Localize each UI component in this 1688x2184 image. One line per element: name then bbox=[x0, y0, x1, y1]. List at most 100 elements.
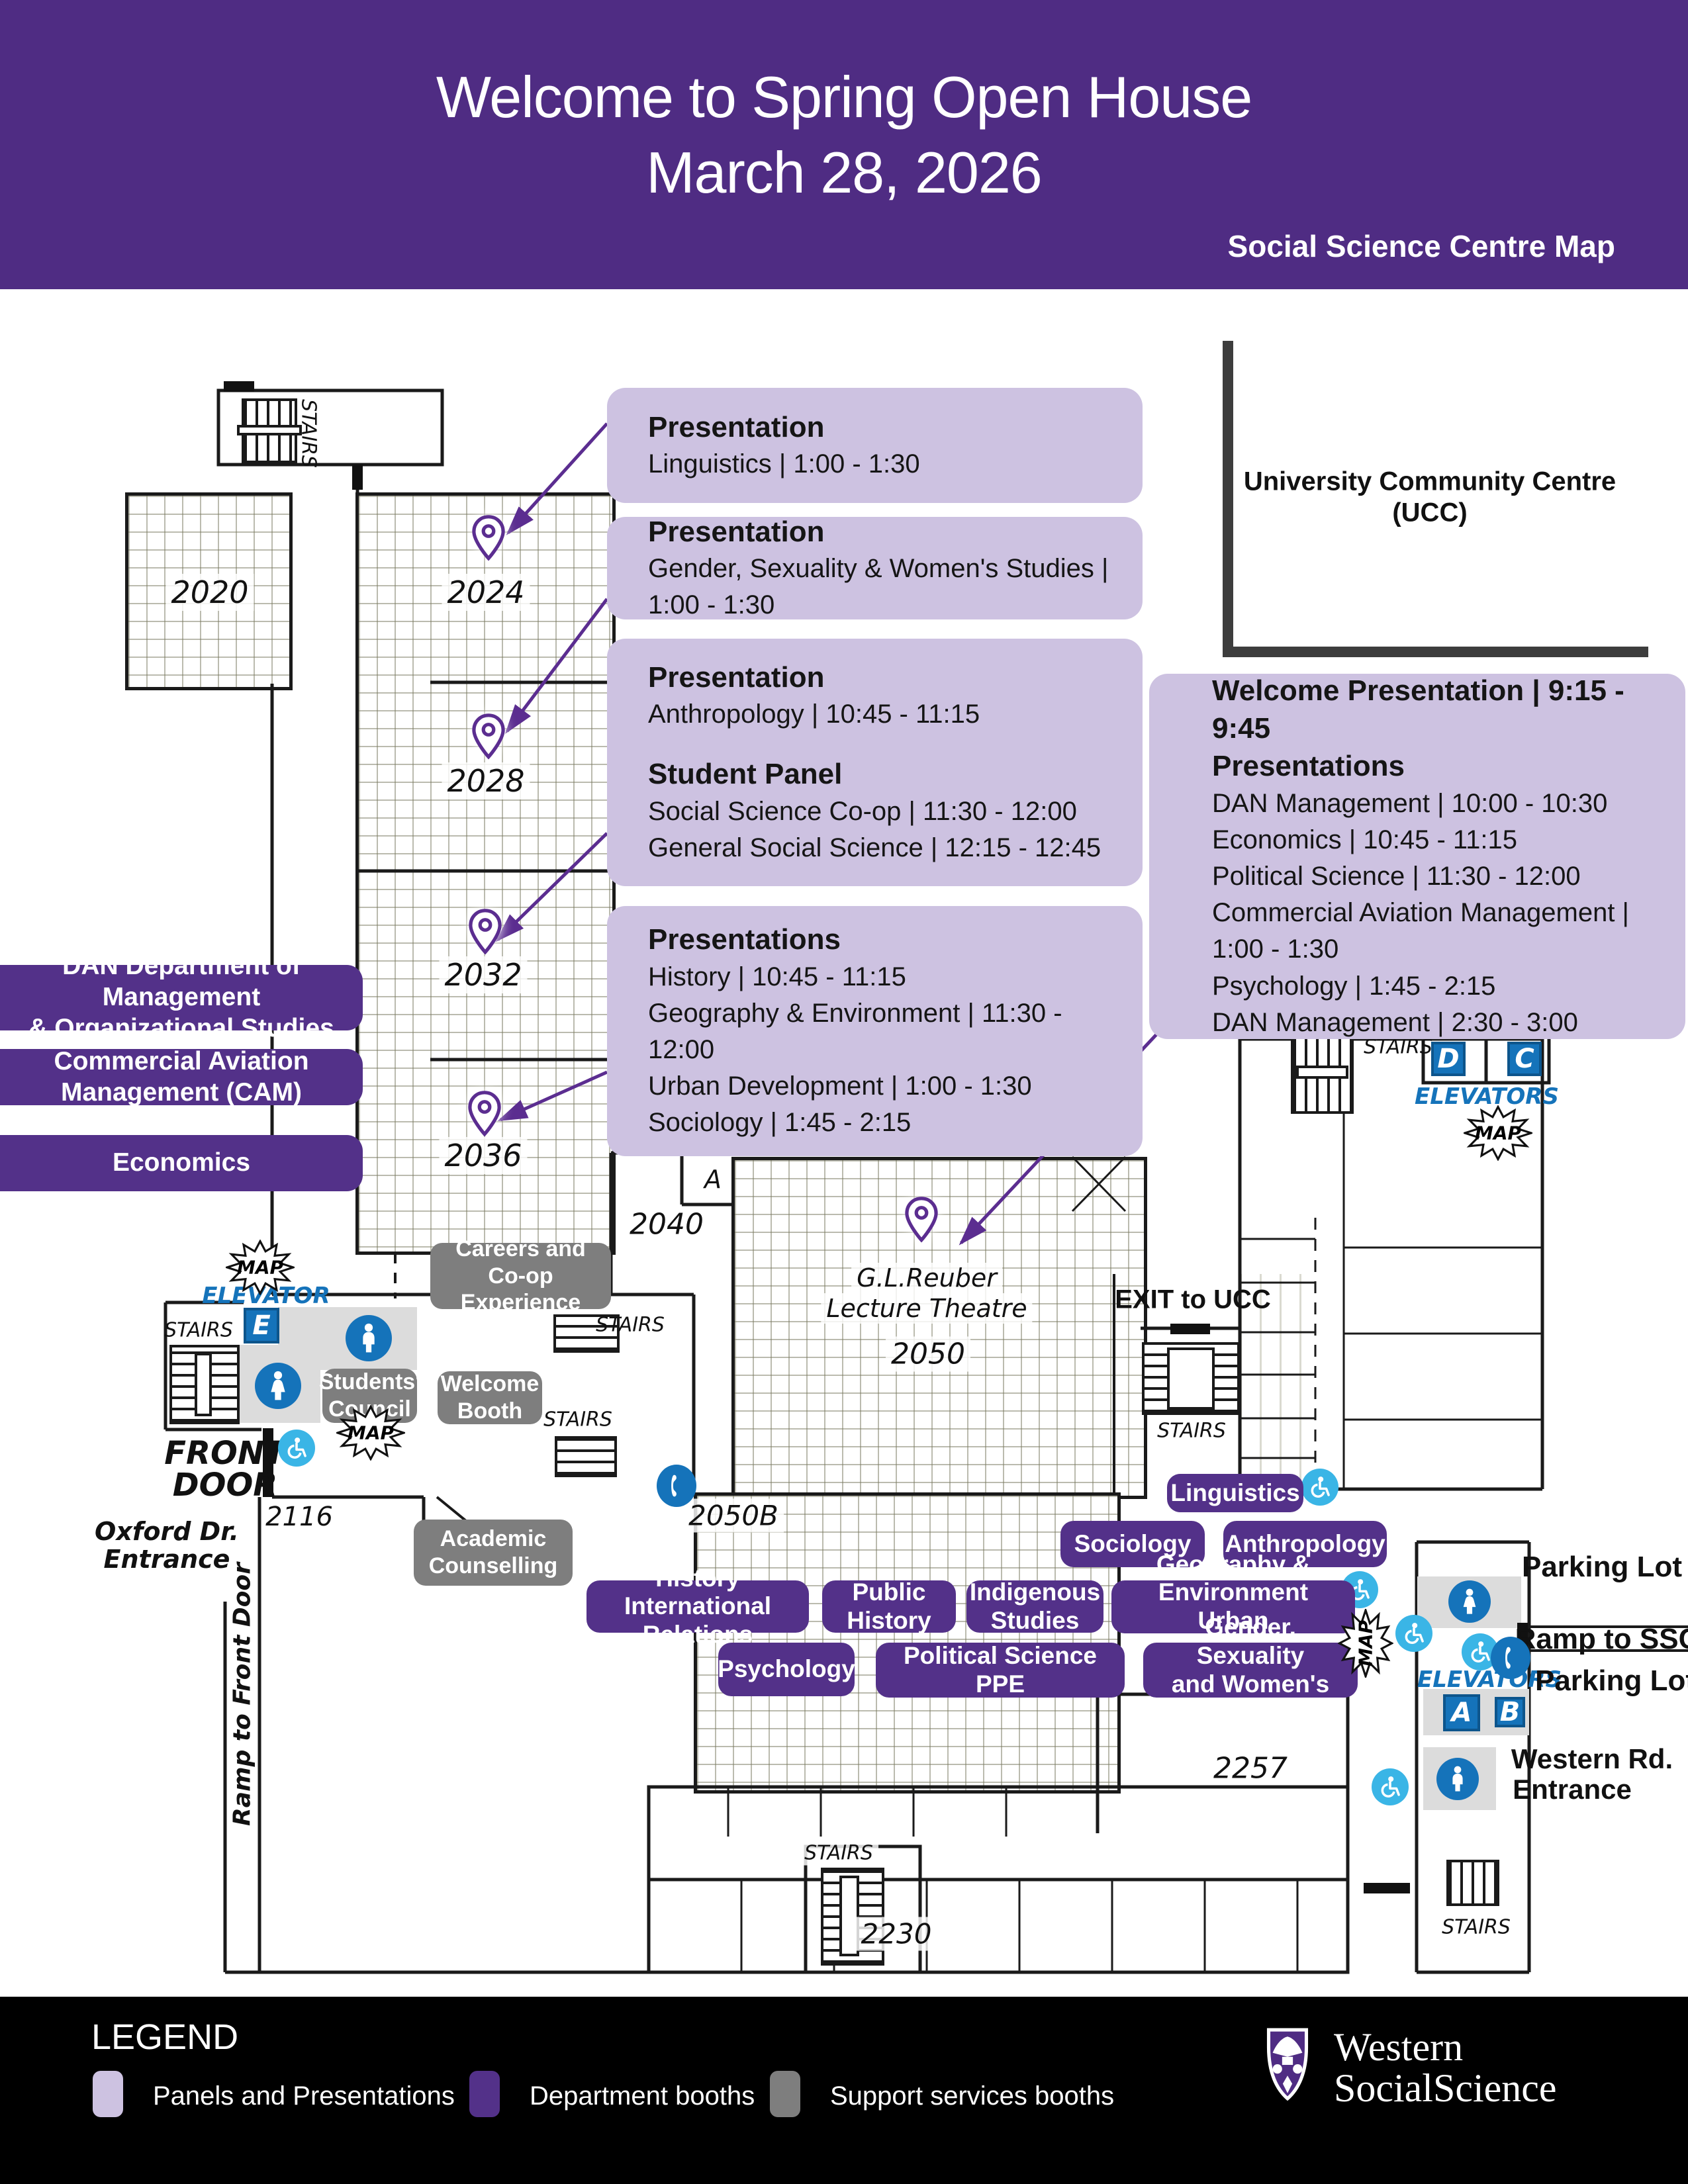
room-label-2040: 2040 bbox=[630, 1207, 704, 1242]
elevators-label: ELEVATORS bbox=[1415, 1083, 1559, 1110]
location-pin-2032 bbox=[468, 908, 502, 958]
reuber-label-line1: G.L.Reuber bbox=[851, 1263, 1002, 1293]
panel-line: Political Science | 11:30 - 12:00 bbox=[1212, 862, 1581, 891]
panel-heading2: Presentations bbox=[1212, 750, 1405, 783]
legend-label-panels: Panels and Presentations bbox=[153, 2081, 455, 2111]
mens-washroom-icon bbox=[1436, 1758, 1479, 1800]
legend-swatch-panels bbox=[93, 2071, 123, 2117]
parking-lot-label-south: Parking Lot bbox=[1534, 1664, 1688, 1697]
booth-sociology: Sociology bbox=[1060, 1521, 1205, 1567]
panel-line: Geography & Environment | 11:30 - 12:00 bbox=[648, 998, 1062, 1064]
booth-linguistics: Linguistics bbox=[1167, 1474, 1303, 1512]
reuber-theatre-floor bbox=[731, 1157, 1147, 1499]
stairs-label: STAIRS bbox=[596, 1313, 665, 1337]
dept-label-dan: DAN Department of Management & Organizat… bbox=[0, 952, 363, 1042]
reuber-label-line2: Lecture Theatre bbox=[821, 1293, 1033, 1324]
panel-line: Economics | 10:45 - 11:15 bbox=[1212, 825, 1518, 854]
panel-heading: Welcome Presentation | 9:15 - 9:45 bbox=[1212, 674, 1624, 745]
door-bar bbox=[1364, 1883, 1410, 1893]
womens-washroom-icon bbox=[1448, 1580, 1491, 1623]
oxford-entrance-label-line1: Oxford Dr. bbox=[95, 1517, 239, 1546]
panel-line: Gender, Sexuality & Women's Studies | 1:… bbox=[648, 553, 1109, 620]
stairs-label: STAIRS bbox=[799, 1841, 878, 1866]
phone-icon bbox=[657, 1465, 696, 1507]
map-badge-icon: MAP bbox=[334, 1404, 407, 1461]
booth-psychology: Psychology bbox=[718, 1643, 855, 1696]
booth-public-history: Public History bbox=[822, 1578, 956, 1634]
door-bar bbox=[224, 381, 254, 392]
panel-line: Sociology | 1:45 - 2:15 bbox=[648, 1108, 912, 1138]
elevator-c: C bbox=[1507, 1042, 1542, 1076]
room-label-2116: 2116 bbox=[265, 1502, 333, 1532]
panel-south-presentations: Presentations History | 10:45 - 11:15 Ge… bbox=[607, 906, 1143, 1156]
stairs-southeast bbox=[1446, 1860, 1499, 1906]
panel-line: Commercial Aviation Management | 1:00 - … bbox=[1212, 898, 1629, 964]
panel-line: DAN Management | 2:30 - 3:00 bbox=[1212, 1007, 1578, 1037]
map-badge-icon: MAP bbox=[224, 1239, 297, 1296]
dept-label-line: Management (CAM) bbox=[60, 1077, 302, 1107]
legend-swatch-departments bbox=[469, 2071, 500, 2117]
room-label-2020: 2020 bbox=[165, 574, 254, 611]
ucc-label-line1: University Community Centre bbox=[1243, 467, 1617, 496]
western-rd-entrance-line2: Entrance bbox=[1513, 1774, 1632, 1805]
map-badge-text: MAP bbox=[236, 1256, 284, 1279]
elevator-d: D bbox=[1431, 1042, 1466, 1076]
room-label-2024: 2024 bbox=[442, 574, 530, 611]
booth-anthropology: Anthropology bbox=[1223, 1521, 1387, 1567]
legend-label-departments: Department booths bbox=[530, 2081, 755, 2111]
stairs-label: STAIRS bbox=[543, 1408, 612, 1432]
legend-label-support: Support services booths bbox=[830, 2081, 1115, 2111]
front-door-label-line2: DOOR bbox=[172, 1467, 278, 1504]
elevator-a: A bbox=[1443, 1694, 1480, 1731]
panel-anthropology-student-panel: Presentation Anthropology | 10:45 - 11:1… bbox=[607, 639, 1143, 886]
dept-label-line: DAN Department of Management bbox=[62, 952, 301, 1012]
room-label-A: A bbox=[704, 1165, 722, 1194]
dept-label-cam: Commercial Aviation Management (CAM) bbox=[0, 1046, 363, 1107]
stair-rail bbox=[1167, 1347, 1215, 1410]
western-shield-logo bbox=[1259, 2027, 1316, 2105]
map-badge-text: MAP bbox=[1474, 1122, 1522, 1144]
stair-rail bbox=[237, 425, 302, 435]
accessible-icon bbox=[1372, 1768, 1409, 1805]
dept-label-economics: Economics bbox=[0, 1135, 363, 1191]
accessible-icon bbox=[1301, 1469, 1338, 1506]
legend-swatch-support bbox=[770, 2071, 800, 2117]
map-subtitle: Social Science Centre Map bbox=[1227, 229, 1615, 263]
map-badge-text: MAP bbox=[347, 1422, 395, 1444]
panel-line: General Social Science | 12:15 - 12:45 bbox=[648, 833, 1102, 862]
stairs-label: STAIRS bbox=[297, 399, 320, 468]
location-pin-2036 bbox=[467, 1090, 502, 1140]
room-label-2036: 2036 bbox=[439, 1137, 528, 1174]
oxford-entrance-label-line2: Entrance bbox=[103, 1545, 230, 1574]
dept-label-line: Commercial Aviation bbox=[54, 1046, 309, 1075]
logo-wordmark-line2: SocialScience bbox=[1334, 2066, 1557, 2110]
stairs-label: STAIRS bbox=[164, 1318, 233, 1342]
western-rd-entrance-line1: Western Rd. bbox=[1511, 1743, 1673, 1774]
dept-label-line: & Organizational Studies bbox=[28, 1013, 334, 1042]
door-bar bbox=[352, 465, 363, 490]
elevators-label: ELEVATORS bbox=[1417, 1666, 1562, 1693]
elevator-b: B bbox=[1495, 1697, 1525, 1727]
panel-heading2: Student Panel bbox=[648, 758, 843, 791]
room-label-2050: 2050 bbox=[886, 1336, 970, 1372]
panel-heading: Presentation bbox=[648, 515, 825, 548]
front-door-label-line1: FRONT bbox=[164, 1435, 286, 1472]
page-title-line2: March 28, 2026 bbox=[646, 140, 1043, 205]
panel-heading: Presentations bbox=[648, 923, 841, 956]
accessible-icon bbox=[1395, 1615, 1432, 1652]
elevator-e: E bbox=[244, 1308, 279, 1343]
womens-washroom-icon bbox=[255, 1363, 301, 1409]
room-label-2028: 2028 bbox=[442, 762, 530, 799]
ramp-to-front-door-label: Ramp to Front Door bbox=[228, 1563, 256, 1826]
panel-line: Anthropology | 10:45 - 11:15 bbox=[648, 700, 980, 729]
stairs-mid-lower bbox=[555, 1436, 617, 1477]
header-banner: Welcome to Spring Open House March 28, 2… bbox=[0, 0, 1688, 289]
legend-footer: LEGEND Panels and Presentations Departme… bbox=[0, 1997, 1688, 2184]
panel-line: History | 10:45 - 11:15 bbox=[648, 962, 906, 991]
